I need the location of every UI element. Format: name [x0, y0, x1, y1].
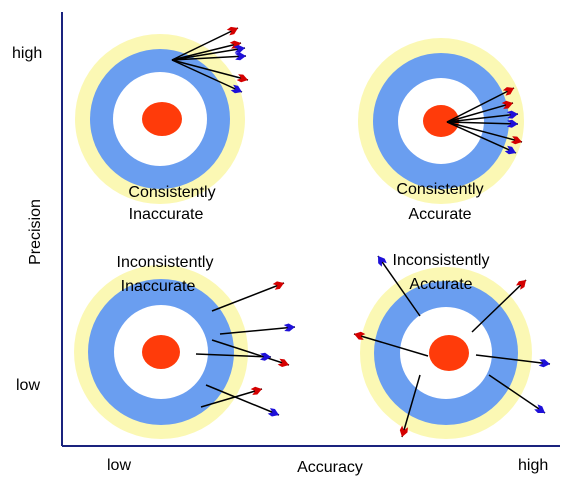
- arrows-group: [171, 27, 249, 93]
- target-label-line2: Accurate: [408, 206, 471, 223]
- arrows-group: [446, 87, 523, 154]
- target-label-line1: Inconsistently: [393, 252, 490, 269]
- target-inconsistently-accurate: Inconsistently Accurate: [352, 252, 551, 439]
- target-consistently-inaccurate: Consistently Inaccurate: [75, 24, 250, 223]
- target-inconsistently-inaccurate: Inconsistently Inaccurate: [74, 254, 296, 439]
- target-label-line1: Inconsistently: [117, 254, 214, 271]
- target-label-line2: Accurate: [409, 276, 472, 293]
- target-consistently-accurate: Consistently Accurate: [358, 38, 524, 223]
- x-high-label: high: [518, 457, 548, 474]
- target-label-line2: Inaccurate: [121, 278, 196, 295]
- target-label-line1: Consistently: [396, 181, 483, 198]
- y-low-label: low: [16, 377, 40, 394]
- x-axis-title: Accuracy: [297, 459, 363, 476]
- y-high-label: high: [12, 45, 42, 62]
- arrows-group: [353, 255, 551, 438]
- y-axis-title: Precision: [27, 199, 44, 265]
- target-label-line1: Consistently: [128, 184, 215, 201]
- x-low-label: low: [107, 457, 131, 474]
- arrows-group: [195, 282, 296, 416]
- target-label-line2: Inaccurate: [129, 206, 204, 223]
